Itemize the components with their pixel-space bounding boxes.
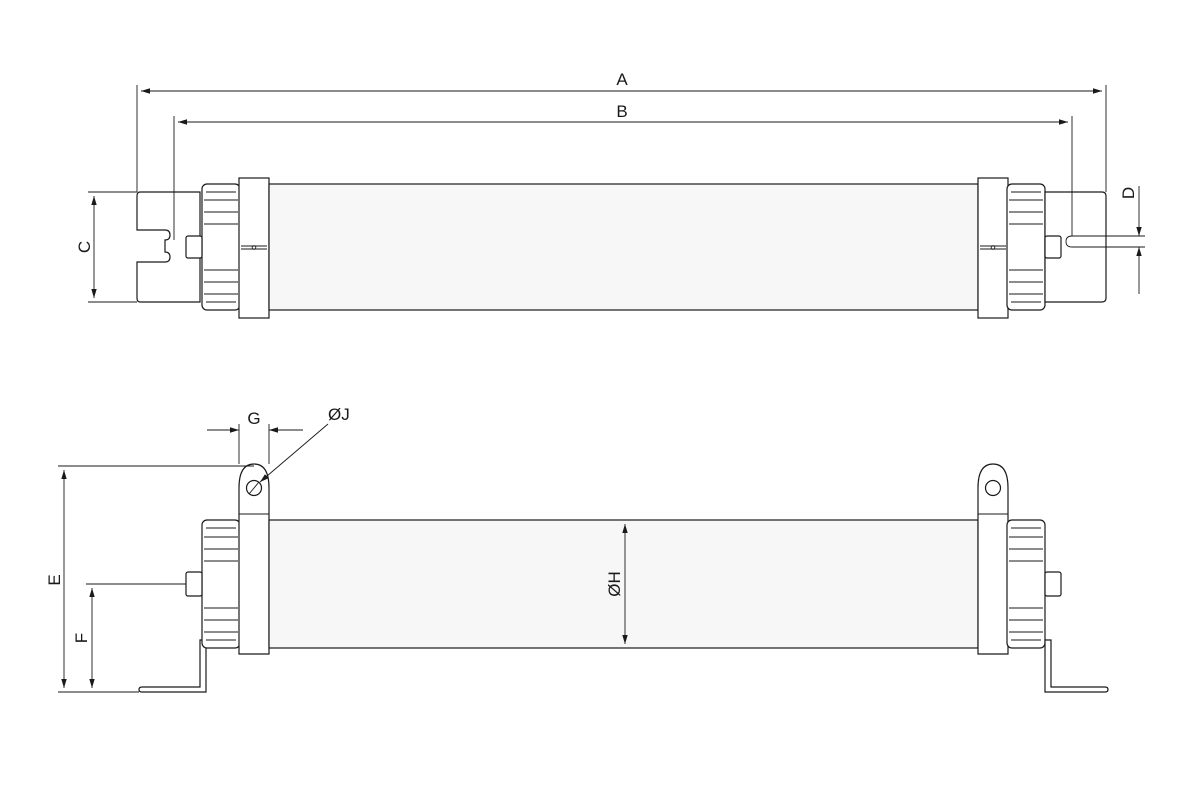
right-clamp-lug (977, 463, 1009, 655)
dimension-b-label: B (616, 102, 627, 121)
left-clamp-ring (238, 177, 270, 319)
tube-body (268, 183, 979, 311)
dimension-d: D (1106, 186, 1145, 294)
dimension-j: ØJ (259, 405, 350, 483)
left-terminal-lug (136, 191, 201, 303)
left-threaded-end (201, 183, 241, 311)
dimension-g: G (207, 409, 303, 464)
right-terminal-stud-front (1044, 571, 1062, 597)
left-terminal-stud-front (185, 571, 203, 597)
right-mounting-foot (1044, 639, 1109, 693)
dimension-c-label: C (75, 241, 94, 253)
right-terminal-stud (1044, 235, 1062, 259)
dimension-e-label: E (45, 574, 64, 585)
left-clamp-lug (238, 463, 270, 655)
dimension-c: C (75, 191, 137, 303)
dimension-f-label: F (72, 633, 91, 643)
dimension-h-label: ØH (605, 571, 624, 597)
right-clamp-ring (977, 177, 1009, 319)
dimension-h: ØH (605, 524, 628, 644)
left-terminal-stud (185, 235, 203, 259)
left-mounting-foot (138, 639, 207, 693)
dimension-d-label: D (1119, 187, 1138, 199)
dimension-e: E (45, 465, 254, 693)
left-threaded-end-front (201, 519, 241, 649)
right-threaded-end-front (1006, 519, 1046, 649)
right-terminal-slot (1065, 235, 1106, 248)
dimension-g-label: G (247, 409, 260, 428)
dimension-a: A (136, 70, 1107, 192)
top-view: A B C D (75, 70, 1145, 319)
mounting-hole-right (984, 479, 1002, 497)
front-view: G ØJ E F ØH (45, 405, 1109, 693)
dimension-a-label: A (616, 70, 628, 89)
dimension-j-label: ØJ (328, 405, 350, 424)
dimension-b: B (173, 102, 1073, 240)
right-threaded-end (1006, 183, 1046, 311)
dimension-f: F (72, 583, 186, 688)
